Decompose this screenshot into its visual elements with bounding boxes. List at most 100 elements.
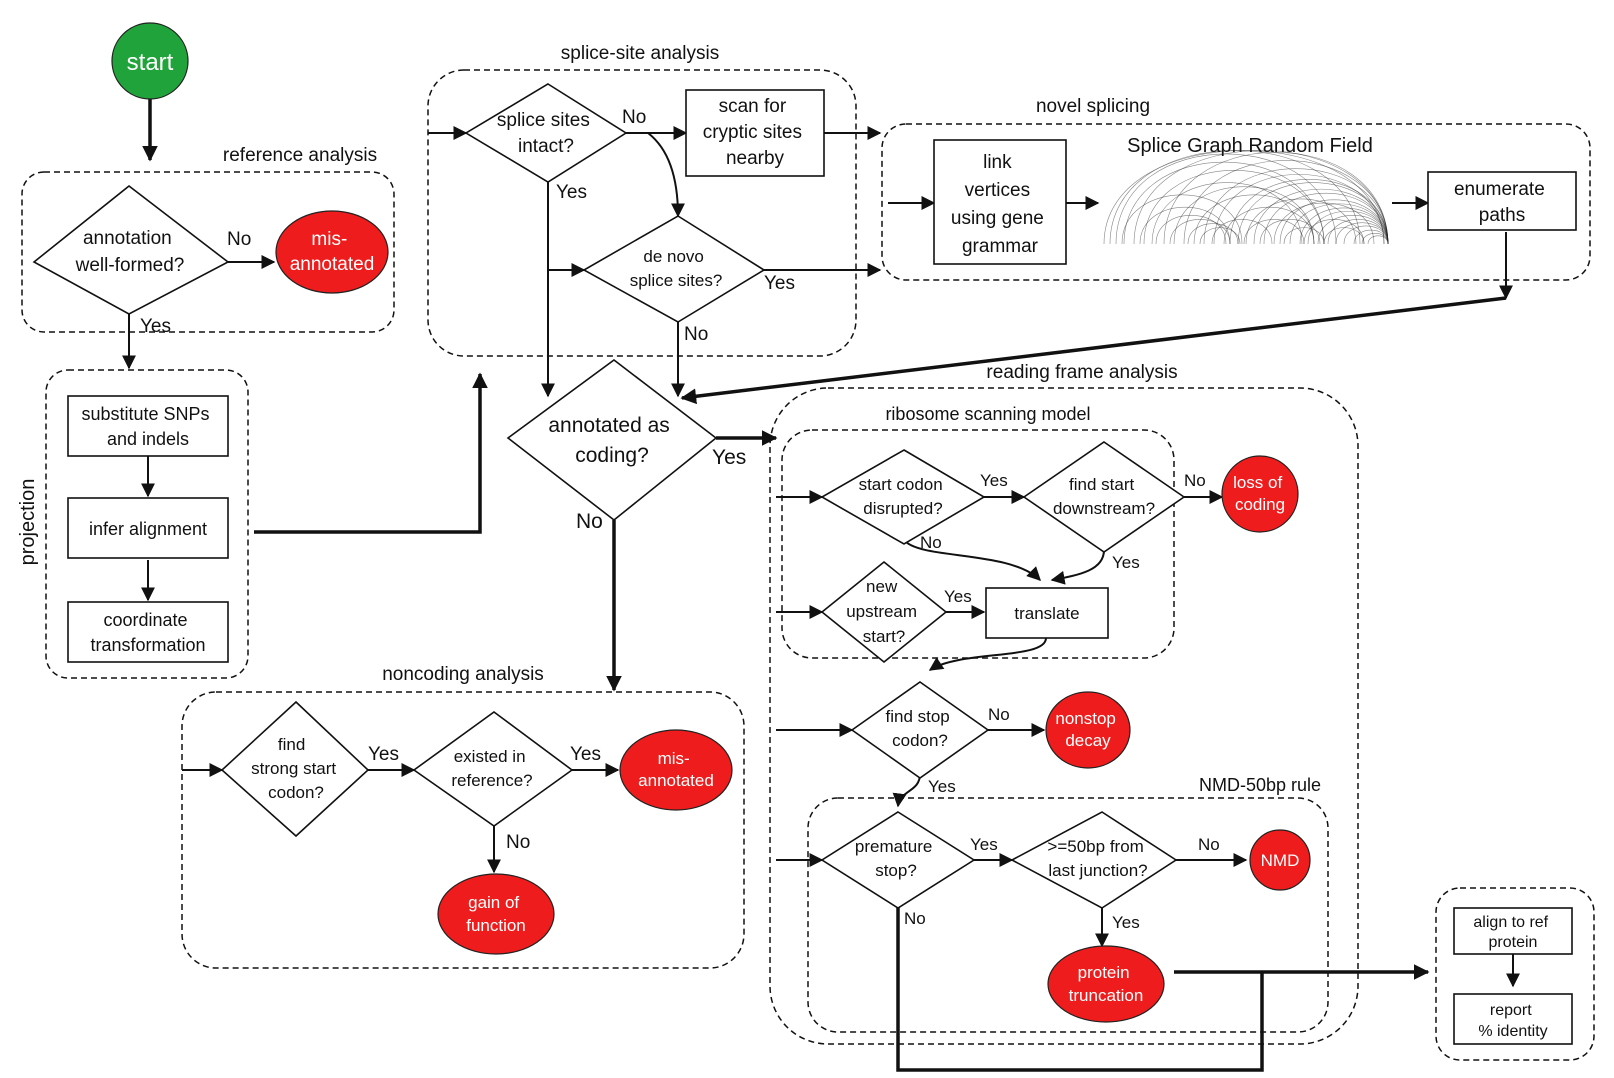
label-premature-no: No bbox=[904, 909, 926, 928]
label-strong-yes: Yes bbox=[368, 744, 399, 765]
splice-site-analysis-group bbox=[427, 69, 857, 357]
protein-truncation-line1: protein bbox=[1078, 963, 1130, 982]
de-novo-splice-decision bbox=[582, 215, 766, 323]
strong-start-line2: strong start bbox=[251, 759, 336, 778]
svg-text:coordinate transformation: coordinate transformation bbox=[90, 610, 205, 655]
misannotated-1-line2: annotated bbox=[290, 254, 375, 275]
svg-text:find stop codon?: find stop codon? bbox=[886, 707, 955, 750]
svg-text:protein truncation: protein truncation bbox=[1069, 963, 1144, 1005]
link-line4: grammar bbox=[962, 236, 1039, 257]
svg-text:report % identity: report % identity bbox=[1478, 1002, 1547, 1040]
label-annotation-yes: Yes bbox=[140, 316, 171, 337]
start-codon-line2: disrupted? bbox=[863, 499, 942, 518]
report-line1: report bbox=[1490, 1002, 1532, 1019]
novel-splicing-label: novel splicing bbox=[1036, 96, 1150, 117]
align-to-ref-box bbox=[1453, 907, 1573, 955]
svg-text:de novo splice sites?: de novo splice sites? bbox=[630, 247, 723, 290]
svg-text:>=50bp from last junction?: >=50bp from last junction? bbox=[1047, 837, 1148, 880]
edge-downstream-yes-translate bbox=[1050, 549, 1105, 585]
svg-text:enumerate paths: enumerate paths bbox=[1454, 179, 1550, 226]
enumerate-paths-box bbox=[1427, 171, 1577, 231]
misannotated-terminal-2 bbox=[619, 729, 733, 811]
label-stop-no: No bbox=[988, 705, 1010, 724]
scan-line3: nearby bbox=[726, 148, 785, 169]
svg-text:substitute SNPs and indels: substitute SNPs and indels bbox=[81, 404, 214, 449]
premature-stop-line1: premature bbox=[855, 837, 932, 856]
svg-text:link vertices using ge: link vertices using gene grammar bbox=[951, 152, 1049, 257]
splice-graph-arc bbox=[1169, 219, 1231, 245]
label-annotated-no: No bbox=[576, 510, 603, 533]
find-start-downstream-decision bbox=[1022, 441, 1186, 553]
splice-graph-arc bbox=[1199, 227, 1241, 245]
splice-graph-arc bbox=[1279, 199, 1389, 245]
gain-of-function-line1: gain of bbox=[468, 893, 519, 912]
loss-of-coding-line2: coding bbox=[1235, 495, 1285, 514]
link-vertices-box bbox=[933, 139, 1067, 265]
enumerate-line1: enumerate bbox=[1454, 179, 1545, 200]
splice-graph-arc bbox=[1245, 198, 1357, 245]
label-existed-no: No bbox=[506, 832, 530, 853]
splice-graph-arc bbox=[1193, 194, 1315, 245]
reference-analysis-group bbox=[21, 171, 395, 333]
label-denovo-no: No bbox=[684, 324, 708, 345]
existed-in-reference-decision bbox=[412, 711, 574, 827]
translate-box bbox=[985, 587, 1109, 639]
misannotated-2-line1: mis- bbox=[658, 749, 690, 768]
splice-graph-arc bbox=[1323, 227, 1365, 245]
noncoding-analysis-label: noncoding analysis bbox=[382, 664, 544, 685]
splice-graph-arc bbox=[1283, 227, 1325, 245]
annotation-wellformed-line1: annotation bbox=[83, 228, 172, 249]
nonstop-decay-terminal bbox=[1045, 691, 1131, 769]
svg-text:loss of coding: loss of coding bbox=[1233, 473, 1287, 514]
new-upstream-line2: upstream bbox=[846, 602, 917, 621]
reference-analysis-label: reference analysis bbox=[223, 145, 377, 166]
svg-text:mis- annotated: mis- annotated bbox=[638, 749, 714, 790]
noncoding-analysis-group bbox=[181, 691, 745, 969]
scan-line1: scan for bbox=[719, 96, 787, 117]
label-annotated-yes: Yes bbox=[712, 446, 746, 469]
enumerate-line2: paths bbox=[1479, 205, 1525, 226]
projection-label: projection bbox=[17, 479, 39, 566]
label-downstream-no: No bbox=[1184, 471, 1206, 490]
substitute-line1: substitute SNPs bbox=[81, 404, 209, 424]
nmd-rule-label: NMD-50bp rule bbox=[1199, 775, 1321, 795]
ge50bp-line2: last junction? bbox=[1048, 861, 1147, 880]
nmd-label: NMD bbox=[1261, 851, 1300, 870]
label-start-no: No bbox=[920, 533, 942, 552]
splice-sites-intact-decision bbox=[464, 83, 628, 183]
edge-start-no-translate bbox=[903, 539, 1041, 581]
link-line1: link bbox=[983, 152, 1012, 173]
protein-truncation-line2: truncation bbox=[1069, 986, 1144, 1005]
new-upstream-line3: start? bbox=[863, 627, 906, 646]
annotated-as-coding-line2: coding? bbox=[575, 444, 649, 467]
label-denovo-yes: Yes bbox=[764, 273, 795, 294]
link-line2: vertices bbox=[965, 180, 1030, 201]
reading-frame-analysis-label: reading frame analysis bbox=[986, 362, 1177, 383]
coordinate-line1: coordinate bbox=[103, 610, 187, 630]
find-stop-codon-decision bbox=[850, 681, 990, 779]
splice-graph-arc bbox=[1121, 194, 1243, 245]
annotated-as-coding-decision bbox=[506, 358, 718, 522]
premature-stop-decision bbox=[820, 811, 976, 909]
annotated-as-coding-line1: annotated as bbox=[548, 414, 669, 437]
label-splice-yes: Yes bbox=[556, 182, 587, 203]
edge-premature-no-out bbox=[896, 904, 1264, 1072]
start-codon-line1: start codon bbox=[859, 475, 943, 494]
ge50bp-line1: >=50bp from bbox=[1047, 837, 1143, 856]
label-start-yes: Yes bbox=[980, 471, 1008, 490]
label-upstream-yes: Yes bbox=[944, 587, 972, 606]
svg-text:splice sites intact?: splice sites intact? bbox=[497, 110, 595, 157]
edge-translate-to-stop bbox=[928, 637, 1047, 671]
existed-line2: reference? bbox=[451, 771, 532, 790]
svg-text:mis- annotated: mis- annotated bbox=[290, 229, 375, 275]
start-codon-disrupted-decision bbox=[820, 449, 986, 545]
svg-text:nonstop decay: nonstop decay bbox=[1055, 709, 1120, 750]
align-line1: align to ref bbox=[1473, 914, 1548, 931]
svg-text:gain of function: gain of function bbox=[466, 893, 526, 935]
link-line3: using gene bbox=[951, 208, 1044, 229]
existed-line1: existed in bbox=[454, 747, 526, 766]
edge-projection-to-splice bbox=[254, 372, 488, 534]
splice-site-analysis-label: splice-site analysis bbox=[561, 43, 719, 64]
infer-alignment-box bbox=[67, 497, 229, 559]
